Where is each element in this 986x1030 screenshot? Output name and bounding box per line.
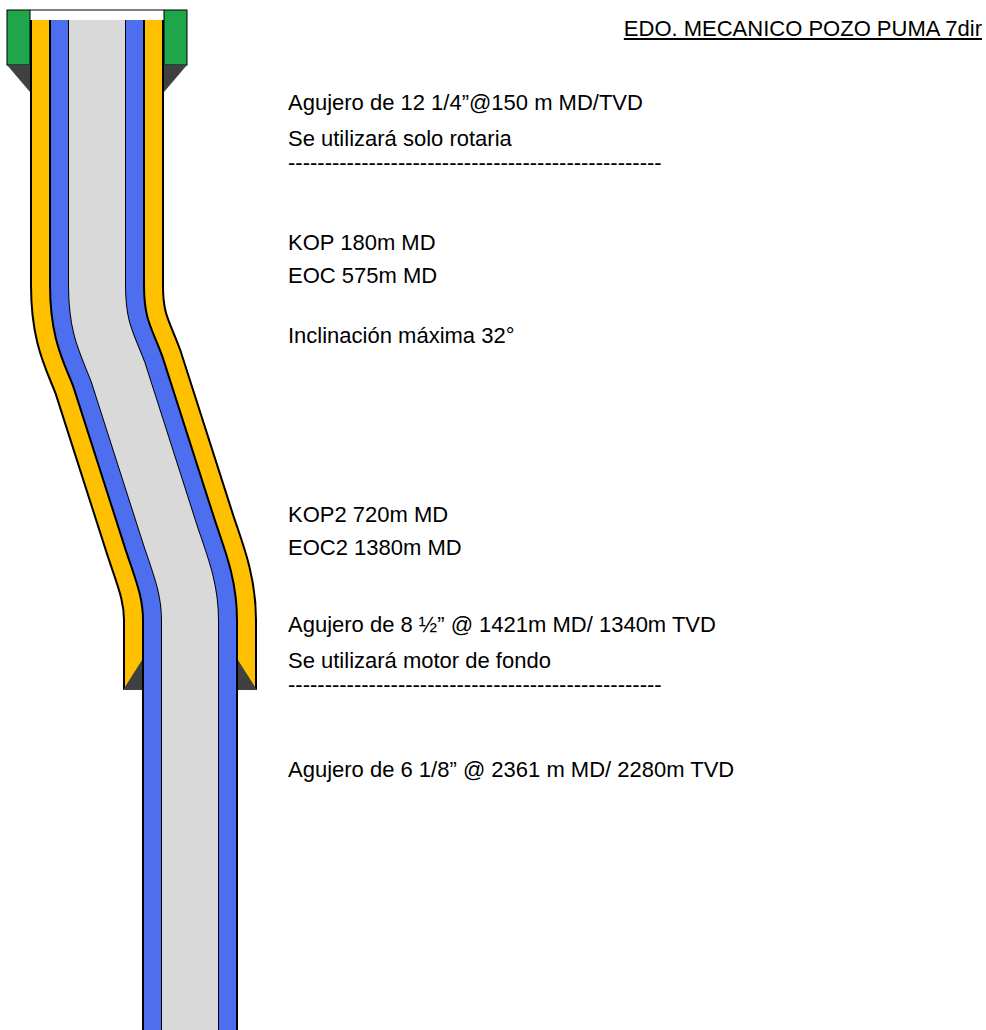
note-label: Agujero de 8 ½” @ 1421m MD/ 1340m TVD [288, 612, 716, 638]
depth-label: EOC 575m MD [288, 263, 437, 289]
wellhead [7, 10, 30, 65]
depth-label: KOP 180m MD [288, 230, 436, 256]
wellhead [164, 10, 187, 65]
separator-line: ----------------------------------------… [288, 672, 662, 698]
note-label: Se utilizará solo rotaria [288, 126, 512, 152]
note-label: Agujero de 12 1/4”@150 m MD/TVD [288, 90, 643, 116]
casing-shoe [238, 660, 257, 690]
note-label: Agujero de 6 1/8” @ 2361 m MD/ 2280m TVD [288, 757, 734, 783]
diagram-title: EDO. MECANICO POZO PUMA 7dir [624, 16, 982, 42]
liner-outline [97, 20, 190, 1030]
separator-line: ----------------------------------------… [288, 150, 662, 176]
bore-outline [97, 20, 190, 1030]
depth-label: KOP2 720m MD [288, 502, 448, 528]
depth-label: EOC2 1380m MD [288, 535, 462, 561]
casing-shoe [123, 660, 142, 690]
top-line [30, 10, 164, 11]
wellbore [97, 20, 190, 1030]
depth-label: Inclinación máxima 32° [288, 323, 514, 349]
note-label: Se utilizará motor de fondo [288, 648, 551, 674]
production-casing [97, 20, 190, 1030]
mask [0, 0, 200, 10]
wellhead-shoe [7, 65, 30, 92]
wellhead-shoe [164, 65, 187, 92]
